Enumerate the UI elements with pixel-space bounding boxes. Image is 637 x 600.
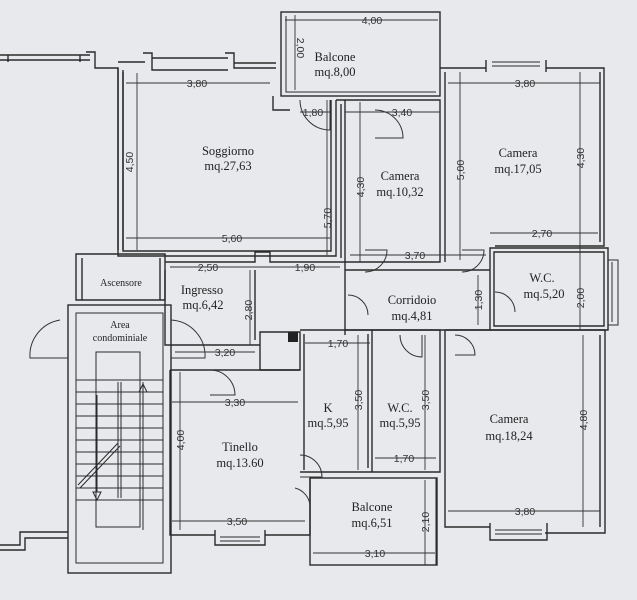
- room-name: condominiale: [93, 333, 148, 344]
- room-area: mq.8,00: [315, 65, 356, 79]
- room-area: mq.6,42: [183, 298, 224, 312]
- dimension-label: 3,50: [420, 390, 432, 411]
- dimension-label: 2,80: [243, 300, 255, 321]
- room-area: mq.10,32: [376, 185, 423, 199]
- dimension-label: 4,80: [578, 410, 590, 431]
- room-name: Ascensore: [100, 278, 142, 289]
- dimension-label: 2,00: [294, 38, 306, 59]
- dimension-label: 1,70: [328, 338, 349, 350]
- dimension-label: 3,10: [365, 548, 386, 560]
- room-labels: Balcone mq.8,00 Soggiorno mq.27,63 Camer…: [93, 50, 565, 530]
- dimension-label: 2,70: [532, 228, 553, 240]
- room-area: mq.5,20: [524, 287, 565, 301]
- dimension-label: 3,70: [405, 250, 426, 262]
- dimension-label: 2,10: [420, 512, 432, 533]
- dimension-lines: [126, 15, 600, 565]
- dimension-label: 4,30: [575, 148, 587, 169]
- stair-treads: [76, 379, 163, 530]
- dimension-label: 5,70: [322, 208, 334, 229]
- dimension-label: 3,80: [187, 78, 208, 90]
- dimension-label: 2,50: [198, 262, 219, 274]
- room-name: W.C.: [387, 401, 412, 415]
- room-name: Camera: [499, 146, 538, 160]
- stair-down-arrow: [92, 491, 102, 502]
- room-area: mq.6,51: [352, 516, 393, 530]
- dimension-label: 1,70: [394, 453, 415, 465]
- room-area: mq.13.60: [216, 456, 263, 470]
- dimension-label: 3,30: [225, 397, 246, 409]
- room-area: mq.18,24: [485, 429, 533, 443]
- room-name: K: [323, 401, 332, 415]
- room-name: Camera: [490, 412, 529, 426]
- room-name: Camera: [381, 169, 420, 183]
- room-area: mq.5,95: [380, 416, 421, 430]
- dimension-labels: 4,00 2,00 3,80 1,80 3,40 3,80 4,50 5,70 …: [124, 15, 590, 560]
- dimension-label: 3,40: [392, 107, 413, 119]
- dimension-label: 5,00: [455, 160, 467, 181]
- dimension-label: 1,80: [303, 107, 324, 119]
- room-name: Area: [110, 320, 130, 331]
- room-name: Ingresso: [181, 283, 223, 297]
- dimension-label: 2,00: [575, 288, 587, 309]
- room-area: mq.4,81: [392, 309, 433, 323]
- room-name: Soggiorno: [202, 144, 254, 158]
- room-name: Balcone: [352, 500, 393, 514]
- stair-up-arrow: [138, 382, 148, 393]
- doors: [29, 99, 516, 506]
- room-name: Balcone: [315, 50, 356, 64]
- dimension-label: 5,60: [222, 233, 243, 245]
- room-name: W.C.: [529, 271, 554, 285]
- room-area: mq.27,63: [204, 159, 251, 173]
- dimension-label: 3,80: [515, 506, 536, 518]
- room-area: mq.17,05: [494, 162, 541, 176]
- chimney-icon: [288, 332, 298, 342]
- dimension-label: 4,30: [355, 177, 367, 198]
- room-name: Tinello: [222, 440, 258, 454]
- dimension-label: 1,90: [295, 262, 316, 274]
- dimension-label: 4,00: [175, 430, 187, 451]
- room-name: Corridoio: [388, 293, 437, 307]
- dimension-label: 1,30: [473, 290, 485, 311]
- dimension-label: 3,50: [353, 390, 365, 411]
- room-area: mq.5,95: [308, 416, 349, 430]
- dimension-label: 4,00: [362, 15, 383, 27]
- dimension-label: 3,50: [227, 516, 248, 528]
- dimension-label: 3,80: [515, 78, 536, 90]
- walls: [0, 11, 619, 574]
- dimension-label: 3,20: [215, 347, 236, 359]
- dimension-label: 4,50: [124, 152, 136, 173]
